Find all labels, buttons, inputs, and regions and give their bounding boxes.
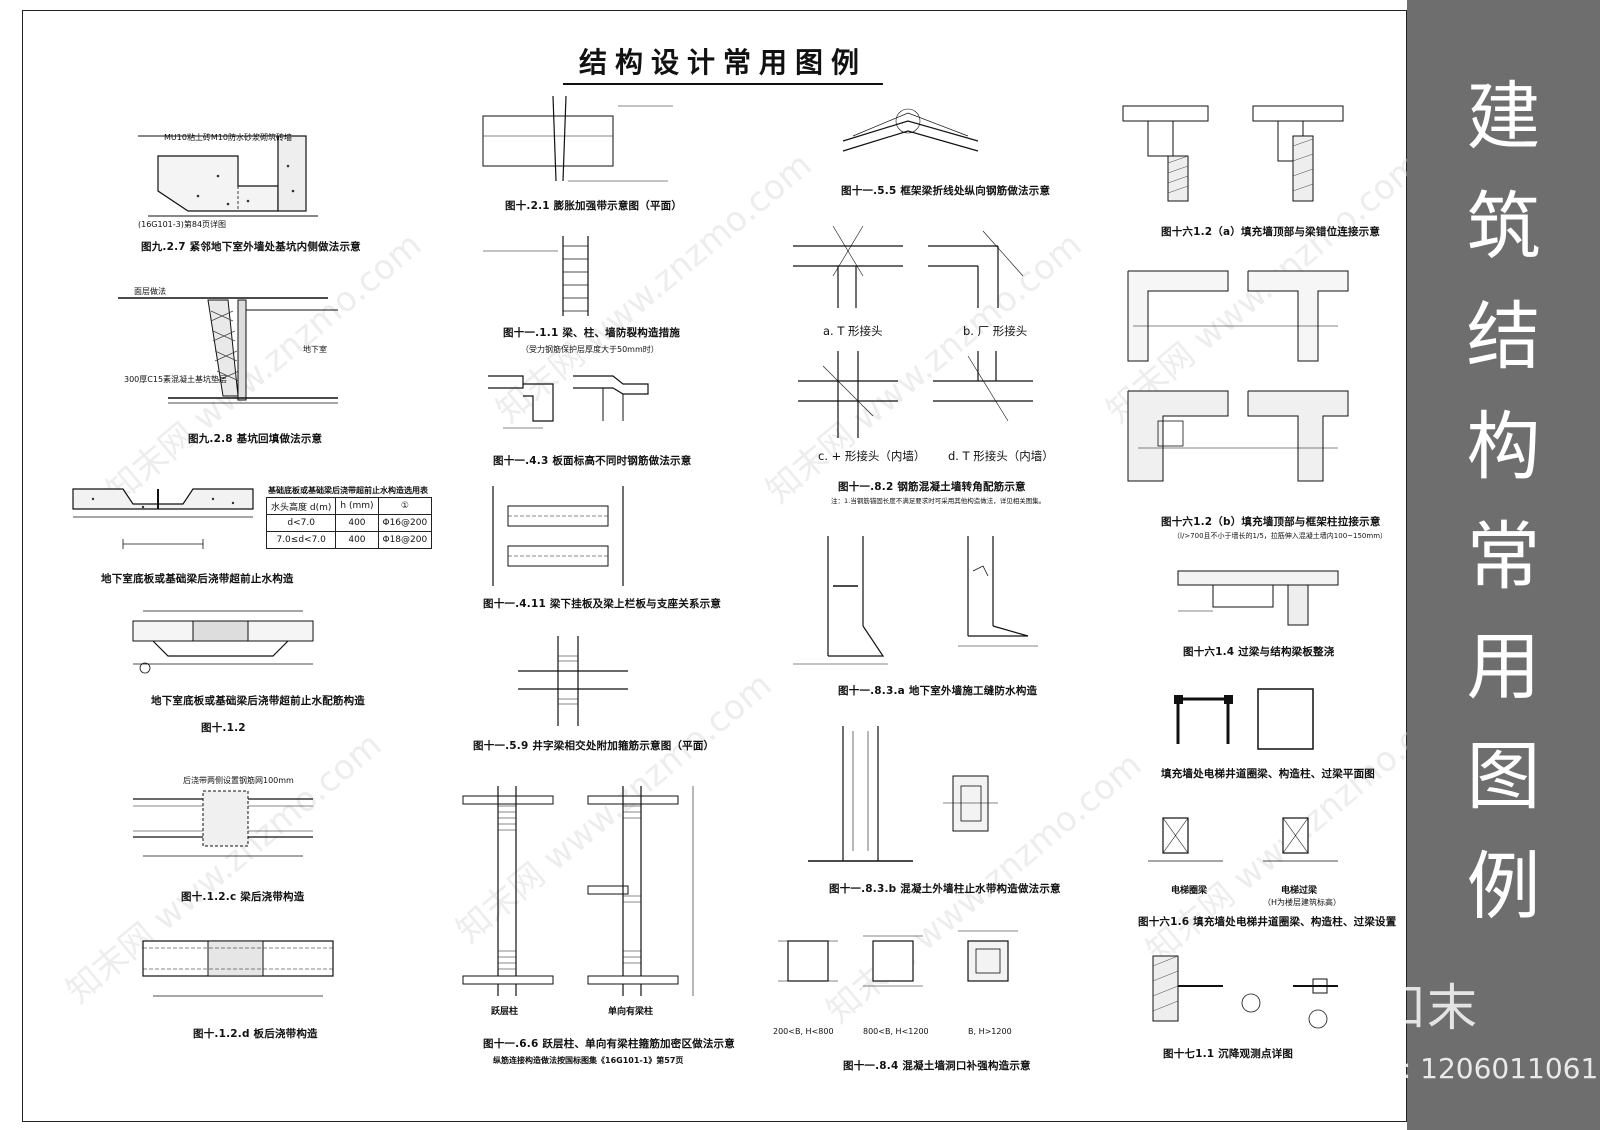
caption-waterstop-rebar: 地下室底板或基础梁后浇带超前止水配筋构造 [151, 695, 365, 707]
detail-hanging-panel [468, 481, 648, 591]
subcaption: （H为楼层建筑标高） [1263, 898, 1342, 907]
table-header: ① [377, 497, 433, 515]
caption-fig-11-8-3-a: 图十一.8.3.a 地下室外墙施工缝防水构造 [838, 685, 1038, 697]
caption-fig-11-5-9: 图十一.5.9 井字梁相交处附加箍筋示意图（平面） [473, 740, 715, 752]
detail-elevator-shaft-plan [1168, 679, 1328, 759]
title-char: 构 [1466, 404, 1541, 490]
vertical-title: 建 筑 结 构 常 用 图 例 [1407, 62, 1600, 942]
caption-fig-11-6-6: 图十一.6.6 跃层柱、单向有梁柱箍筋加密区做法示意 [483, 1038, 735, 1050]
label-elevator-ring-beam: 电梯圈梁 [1171, 886, 1208, 896]
label-elevator-lintel: 电梯过梁 [1281, 886, 1318, 896]
title-char: 结 [1466, 294, 1541, 380]
caption-fig-11-8-4: 图十一.8.4 混凝土墙洞口补强构造示意 [843, 1060, 1031, 1072]
detail-slab-post-pour [133, 916, 343, 1016]
detail-settlement-point [1133, 951, 1363, 1031]
detail-grid-beam [513, 631, 633, 731]
table-header: 水头高度 d(m) [265, 497, 337, 515]
table-cell: Φ16@200 [377, 514, 433, 532]
label-cross-joint: c. + 形接头（内墙） [818, 449, 926, 463]
label-opening-large: B, H>1200 [968, 1027, 1012, 1036]
detail-waterstop-slab [63, 459, 263, 559]
label-opening-small: 200<B, H<800 [773, 1027, 834, 1036]
subcaption: （l/>700且不小于墙长的1/5，拉筋伸入混凝土墙内100~150mm） [1173, 532, 1388, 540]
title-char: 用 [1466, 624, 1541, 710]
title-char: 图 [1466, 734, 1541, 820]
caption-fig-11-5-5: 图十一.5.5 框架梁折线处纵向钢筋做法示意 [841, 185, 1051, 197]
drawing-sheet: 结构设计常用图例 知末网 www.znzmo.com 知末网 www.znzmo… [22, 10, 1469, 1122]
note: 300厚C15素混凝土基坑垫层 [124, 375, 228, 384]
note: MU10粘土砖M10防水砂浆砌筑砖墙 [164, 133, 293, 142]
image-id: ID: 1206011061 [1372, 1052, 1599, 1085]
caption-fig-16-1-4: 图十六1.4 过梁与结构梁板整浇 [1183, 646, 1335, 658]
table-cell: d<7.0 [265, 514, 337, 532]
detail-column-waterstop [803, 721, 1053, 871]
detail-basement-wall-pit: MU10粘土砖M10防水砂浆砌筑砖墙 (16G101-3)第84页详图 [128, 116, 348, 236]
caption-fig-9-2-8: 图九.2.8 基坑回填做法示意 [188, 433, 323, 445]
label-one-way-beam-column: 单向有梁柱 [608, 1007, 654, 1017]
table-cell: 400 [335, 514, 379, 532]
label-t-joint-inner: d. T 形接头（内墙） [948, 449, 1054, 463]
table-cell: 7.0≤d<7.0 [265, 531, 337, 549]
sheet-title: 结构设计常用图例 [563, 41, 883, 85]
detail-slab-elevation-change [483, 366, 653, 446]
table-cell: Φ18@200 [377, 531, 433, 549]
brand-logo: 知末 [1375, 979, 1479, 1037]
label-t-joint: a. T 形接头 [823, 324, 883, 338]
caption-fig-10-2-1: 图十.2.1 膨胀加强带示意图（平面） [505, 200, 683, 212]
detail-pit-backfill: 面层做法 300厚C15素混凝土基坑垫层 地下室 [108, 286, 348, 416]
table-header: h (mm) [335, 497, 379, 515]
caption-waterstop: 地下室底板或基础梁后浇带超前止水构造 [101, 573, 294, 585]
detail-expansion-band [478, 86, 678, 191]
detail-wall-cross-joint [793, 346, 903, 441]
label-opening-medium: 800<B, H<1200 [863, 1027, 929, 1036]
caption-fig-16-1-2-a: 图十六1.2（a）填充墙顶部与梁错位连接示意 [1161, 226, 1381, 238]
detail-column-stirrups: 跃层柱 单向有梁柱 [458, 776, 708, 1017]
table-cell: 400 [335, 531, 379, 549]
caption-elevator-plan: 填充墙处电梯井道圈梁、构造柱、过梁平面图 [1161, 768, 1375, 780]
detail-elevator-ring-beam [1143, 806, 1343, 876]
caption-fig-11-8-3-b: 图十一.8.3.b 混凝土外墙柱止水带构造做法示意 [829, 883, 1061, 895]
detail-infill-wall-beam-offset [1113, 91, 1353, 206]
table-title: 基础底板或基础梁后浇带超前止水构造选用表 [268, 486, 428, 495]
label-l-joint: b. 厂 形接头 [963, 324, 1028, 338]
note: 面层做法 [134, 287, 166, 296]
title-char: 建 [1466, 74, 1541, 160]
detail-waterstop-rebar [123, 596, 323, 686]
caption-fig-11-4-11: 图十一.4.11 梁下挂板及梁上栏板与支座关系示意 [483, 598, 722, 610]
note: (16G101-3)第84页详图 [138, 220, 227, 229]
detail-infill-wall-column-tie [1118, 256, 1358, 491]
caption-fig-11-8-2: 图十一.8.2 钢筋混凝土墙转角配筋示意 [838, 481, 1026, 493]
label-skip-floor-column: 跃层柱 [491, 1007, 519, 1017]
caption-fig-11-1-1: 图十一.1.1 梁、柱、墙防裂构造措施 [503, 327, 681, 339]
caption-fig-17-1-1: 图十七1.1 沉降观测点详图 [1163, 1048, 1294, 1060]
caption-fig-16-1-6: 图十六1.6 填充墙处电梯井道圈梁、构造柱、过梁设置 [1138, 916, 1397, 928]
note: 注：1.当钢筋锚固长度不满足要求时可采用其他构造做法，详见相关图集。 [831, 497, 1046, 505]
subcaption: 纵筋连接构造做法按国标图集《16G101-1》第57页 [493, 1056, 684, 1065]
note: 后浇带两侧设置钢筋网100mm [183, 776, 294, 785]
caption-fig-10-1-2-c: 图十.1.2.c 梁后浇带构造 [181, 891, 305, 903]
detail-wall-t-joint [788, 216, 908, 311]
detail-lintel-beam [1173, 561, 1343, 631]
detail-wall-opening: 200<B, H<800 800<B, H<1200 B, H>1200 [768, 911, 1043, 1036]
caption-fig-10-1-2: 图十.1.2 [201, 722, 246, 734]
detail-frame-beam-bend [838, 91, 988, 171]
detail-wall-t-joint-inner [928, 346, 1038, 441]
caption-fig-11-4-3: 图十一.4.3 板面标高不同时钢筋做法示意 [493, 455, 692, 467]
title-sidebar: 建 筑 结 构 常 用 图 例 [1407, 0, 1600, 1130]
title-char: 例 [1466, 844, 1541, 930]
detail-construction-joint [788, 526, 1058, 676]
detail-crack-prevention [478, 231, 628, 321]
detail-wall-l-joint [923, 216, 1043, 311]
title-char: 常 [1466, 514, 1541, 600]
title-char: 筑 [1466, 184, 1541, 270]
caption-fig-16-1-2-b: 图十六1.2（b）填充墙顶部与框架柱拉接示意 [1161, 516, 1381, 528]
detail-beam-post-pour: 后浇带两侧设置钢筋网100mm [123, 771, 323, 871]
caption-fig-9-2-7: 图九.2.7 紧邻地下室外墙处基坑内侧做法示意 [141, 241, 361, 253]
subcaption: （受力钢筋保护层厚度大于50mm时） [521, 345, 659, 354]
caption-fig-10-1-2-d: 图十.1.2.d 板后浇带构造 [193, 1028, 318, 1040]
note: 地下室 [303, 345, 327, 354]
